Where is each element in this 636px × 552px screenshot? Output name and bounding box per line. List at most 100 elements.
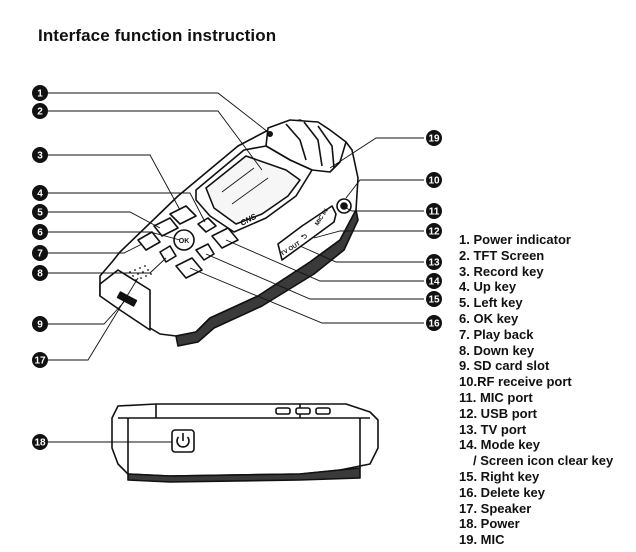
leader-line-17 — [48, 277, 139, 361]
rf-receive-port-inner — [340, 202, 348, 210]
leader-line-16 — [189, 267, 424, 324]
leader-line-15 — [205, 253, 424, 300]
record-key[interactable] — [169, 205, 197, 225]
left-key[interactable] — [153, 217, 179, 237]
svg-text:7: 7 — [37, 249, 43, 260]
speaker-grille — [129, 265, 152, 281]
callout-9: 9 — [32, 316, 48, 332]
legend-item-1: 1. Power indicator — [459, 232, 571, 247]
device-side-face — [175, 209, 359, 347]
page-title: Interface function instruction — [38, 26, 277, 45]
callouts-right: 19 10 11 12 13 14 15 16 — [426, 130, 442, 331]
callout-12: 12 — [426, 223, 442, 239]
callout-8: 8 — [32, 265, 48, 281]
leader-line-12 — [313, 230, 424, 239]
svg-text:16: 16 — [428, 319, 440, 330]
svg-text:17: 17 — [34, 356, 46, 367]
legend-item-2: 2. TFT Screen — [459, 247, 545, 263]
ok-key-label: OK — [179, 238, 190, 245]
legend: 1. Power indicator 2. TFT Screen 3. Reco… — [459, 232, 635, 548]
callout-4: 4 — [32, 185, 48, 201]
legend-item-18: 18. Power — [459, 516, 520, 532]
leader-lines — [48, 92, 424, 443]
callout-15: 15 — [426, 291, 442, 307]
svg-text:12: 12 — [428, 227, 440, 238]
tft-screen — [205, 155, 301, 225]
callout-2: 2 — [32, 103, 48, 119]
ok-key[interactable] — [173, 229, 195, 251]
legend-item-19: 19. MIC — [459, 532, 505, 548]
down-key[interactable] — [159, 245, 177, 263]
mode-key[interactable] — [211, 227, 239, 249]
callout-3: 3 — [32, 147, 48, 163]
side-view-body — [111, 403, 379, 477]
legend-item-6: 6. OK key — [459, 310, 519, 326]
callout-5: 5 — [32, 204, 48, 220]
legend-item-11: 11. MIC port — [459, 389, 533, 405]
callout-17: 17 — [32, 352, 48, 368]
callout-13: 13 — [426, 254, 442, 270]
screen-glare — [221, 167, 269, 205]
callout-18: 18 — [32, 434, 48, 450]
power-indicator-led — [266, 131, 273, 138]
legend-item-15: 15. Right key — [459, 468, 540, 484]
callout-16: 16 — [426, 315, 442, 331]
legend-item-9: 9. SD card slot — [459, 358, 550, 374]
legend-item-4: 4. Up key — [459, 279, 517, 295]
ports-panel — [277, 205, 337, 261]
leader-line-1 — [48, 92, 269, 133]
callout-10: 10 — [426, 172, 442, 188]
callout-1: 1 — [32, 85, 48, 101]
leader-line-3 — [48, 154, 181, 211]
legend-item-16: 16. Delete key — [459, 484, 546, 500]
device-side-view — [111, 403, 379, 483]
leader-line-8 — [48, 257, 167, 274]
legend-item-10: 10.RF receive port — [459, 374, 572, 390]
svg-text:2: 2 — [37, 107, 43, 118]
leader-line-7 — [48, 243, 143, 254]
callout-11: 11 — [426, 203, 442, 219]
svg-text:3: 3 — [37, 151, 43, 162]
callout-6: 6 — [32, 224, 48, 240]
svg-text:15: 15 — [428, 295, 440, 306]
callout-7: 7 — [32, 245, 48, 261]
callouts-left: 1 2 3 4 5 6 7 8 9 17 18 — [32, 85, 48, 450]
svg-text:10: 10 — [428, 176, 440, 187]
svg-text:11: 11 — [429, 207, 440, 218]
leader-line-13 — [299, 245, 424, 263]
svg-text:4: 4 — [37, 189, 43, 200]
up-key[interactable] — [197, 217, 217, 233]
side-view-top-button-1 — [275, 407, 291, 415]
svg-text:13: 13 — [428, 258, 440, 269]
legend-item-13: 13. TV port — [459, 421, 527, 437]
leader-line-4 — [48, 192, 206, 223]
device-front-view: OK CNS TV OUT ⮌ MIC IN — [99, 119, 359, 347]
leader-line-11 — [345, 207, 424, 212]
play-back-key[interactable] — [137, 231, 161, 251]
legend-item-8: 8. Down key — [459, 342, 535, 358]
leader-line-5 — [48, 211, 161, 229]
legend-item-7: 7. Play back — [459, 326, 534, 342]
side-view-bottom-band — [127, 467, 361, 483]
leader-line-14 — [225, 239, 424, 282]
legend-item-17: 17. Speaker — [459, 500, 532, 516]
power-icon — [176, 433, 190, 448]
leader-line-2 — [48, 110, 263, 171]
svg-text:6: 6 — [37, 228, 43, 239]
svg-text:5: 5 — [37, 208, 43, 219]
svg-text:19: 19 — [428, 134, 440, 145]
side-view-top-button-2 — [295, 407, 311, 415]
svg-text:8: 8 — [37, 269, 43, 280]
device-cap-ridge — [285, 121, 335, 169]
callout-19: 19 — [426, 130, 442, 146]
legend-item-3: 3. Record key — [459, 263, 544, 279]
usb-icon: ⮌ — [300, 232, 309, 242]
delete-key[interactable] — [175, 257, 203, 279]
legend-item-12: 12. USB port — [459, 405, 538, 421]
sd-card-slot[interactable] — [116, 291, 138, 307]
legend-item-14: 14. Mode key — [459, 437, 540, 453]
legend-item-5: 5. Left key — [459, 295, 523, 311]
svg-text:1: 1 — [37, 89, 43, 100]
side-view-top-button-3 — [315, 407, 331, 415]
